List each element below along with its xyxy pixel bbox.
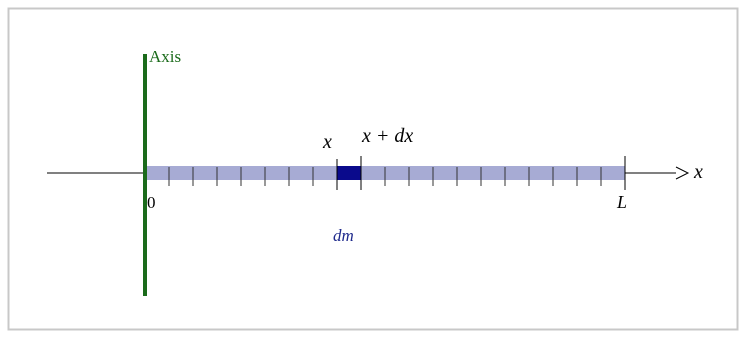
- x-axis-label: x: [693, 161, 703, 183]
- x-axis-arrow-icon: [675, 166, 690, 180]
- axis-label: Axis: [149, 47, 181, 66]
- origin-label: 0: [147, 193, 156, 212]
- element-mass-label: dm: [333, 226, 354, 245]
- rod-ticks: [168, 167, 602, 186]
- element-end-label: x + dx: [361, 125, 413, 147]
- mass-element: [337, 166, 361, 180]
- end-label: L: [616, 192, 627, 212]
- element-start-label: x: [322, 131, 332, 153]
